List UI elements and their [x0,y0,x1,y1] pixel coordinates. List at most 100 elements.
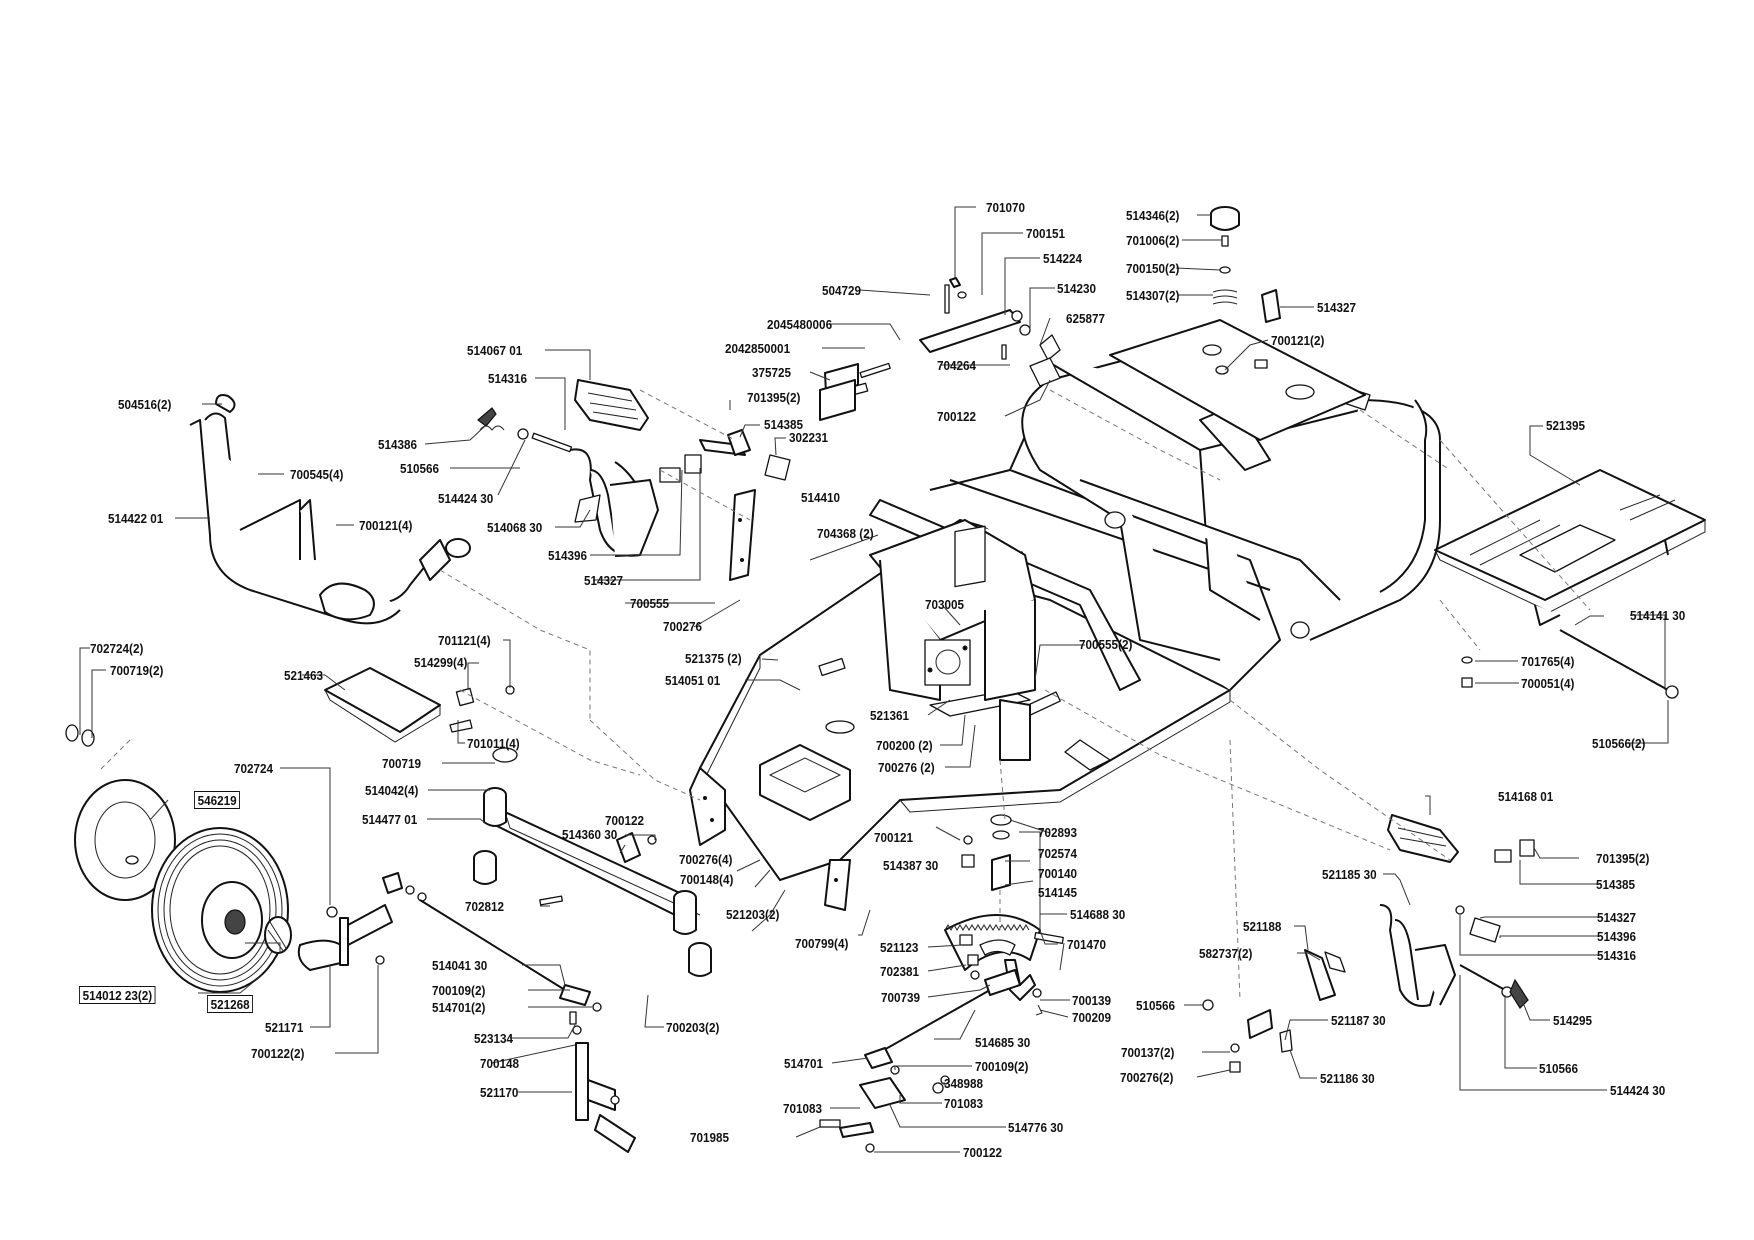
part-label: 514141 30 [1630,608,1686,623]
part-label: 546219 [194,791,241,809]
part-label: 700203(2) [666,1020,720,1035]
part-label: 514385 [1596,877,1636,892]
part-label: 514685 30 [975,1035,1031,1050]
part-label: 514396 [548,548,588,563]
part-label: 514424 30 [1610,1083,1666,1098]
right-spindle-521170 [575,1042,636,1153]
part-label: 702381 [880,964,920,979]
part-label: 510566 [400,461,440,476]
part-label: 302231 [789,430,829,445]
part-label: 514230 [1057,281,1097,296]
part-label: 510566 [1539,1061,1579,1076]
part-label: 521361 [870,708,910,723]
part-label: 700276 (2) [878,760,935,775]
part-label: 700122 [937,409,977,424]
part-label: 514295 [1553,1013,1593,1028]
part-label: 700555 [630,596,670,611]
part-label: 701011(4) [467,736,520,751]
part-label: 582737(2) [1199,946,1253,961]
part-label: 700545(4) [290,467,344,482]
part-label: 700151 [1026,226,1066,241]
part-label: 514042(4) [365,783,419,798]
part-label: 514776 30 [1008,1120,1064,1135]
part-label: 514067 01 [467,343,523,358]
part-label: 700140 [1038,866,1078,881]
part-label: 701765(4) [1521,654,1575,669]
part-label: 514051 01 [665,673,721,688]
part-label: 514424 30 [438,491,494,506]
part-label: 514316 [1597,948,1637,963]
part-label: 521463 [284,668,324,683]
part-label: 700122(2) [251,1046,305,1061]
part-label: 514387 30 [883,858,939,873]
part-label: 700276(4) [679,852,733,867]
part-label: 700121 [874,830,914,845]
part-label: 514145 [1038,885,1078,900]
part-label: 701395(2) [1596,851,1650,866]
part-label: 700051(4) [1521,676,1575,691]
front-axle-514477 [473,787,712,977]
right-pedal-assembly [1202,814,1535,1073]
assembly-lines [99,389,1591,1001]
part-label: 521170 [480,1085,519,1100]
part-label: 700148 [480,1056,520,1071]
part-label: 701470 [1067,937,1107,952]
part-label: 514396 [1597,929,1637,944]
part-label: 521188 [1243,919,1282,934]
rod-514141 [1461,629,1679,699]
part-label: 625877 [1066,311,1106,326]
front-wheel-514012 [65,724,292,993]
part-label: 514327 [1317,300,1357,315]
part-label: 375725 [752,365,792,380]
part-label: 701083 [944,1096,984,1111]
part-label: 702812 [465,899,505,914]
part-label: 510566 [1136,998,1176,1013]
part-label: 704368 (2) [817,526,874,541]
part-label: 514327 [1597,910,1637,925]
part-label: 700150(2) [1126,261,1180,276]
part-label: 701395(2) [747,390,801,405]
part-label: 700109(2) [432,983,486,998]
part-label: 700148(4) [680,872,734,887]
part-label: 521123 [880,940,919,955]
part-label: 701006(2) [1126,233,1180,248]
part-label: 704264 [937,358,977,373]
part-label: 702574 [1038,846,1078,861]
part-label: 700555(2) [1079,637,1133,652]
drag-link-514685 [819,969,1043,1153]
top-right-parts [1210,206,1281,375]
part-label: 700719 [382,756,422,771]
part-label: 514477 01 [362,812,418,827]
part-label: 702724(2) [90,641,144,656]
part-label: 521268 [207,995,254,1013]
part-label: 514701(2) [432,1000,486,1015]
part-label: 700200 (2) [876,738,933,753]
part-label: 703005 [925,597,965,612]
part-label: 514422 01 [108,511,164,526]
part-label: 700109(2) [975,1059,1029,1074]
part-label: 521186 30 [1320,1071,1375,1086]
steering-sector-514688 [944,814,1064,1001]
part-label: 2045480006 [767,317,833,332]
brake-lever-514224 [819,277,1061,421]
part-label: 521203(2) [726,907,780,922]
part-label: 700121(2) [1271,333,1325,348]
part-label: 521187 30 [1331,1013,1386,1028]
part-label: 521185 30 [1322,867,1377,882]
left-spindle-521171 [297,872,427,971]
part-label: 521375 (2) [685,651,742,666]
part-label: 700799(4) [795,936,849,951]
part-label: 510566(2) [1592,736,1646,751]
part-label: 523134 [474,1031,514,1046]
upper-tube-frame [869,319,1441,691]
part-label: 700122 [963,1145,1003,1160]
part-label: 702893 [1038,825,1078,840]
left-pedal-assembly [477,379,791,581]
part-label: 514068 30 [487,520,543,535]
part-label: 700121(4) [359,518,413,533]
part-label: 504729 [822,283,862,298]
part-label: 514688 30 [1070,907,1126,922]
part-label: 514012 23(2) [79,986,156,1004]
